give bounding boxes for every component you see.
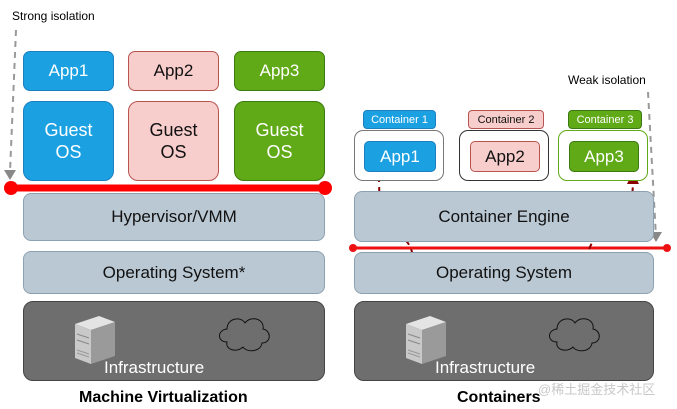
strong-isolation-arrowhead	[4, 170, 16, 180]
container-app3: App3	[569, 141, 639, 172]
server-icon	[406, 316, 446, 364]
vm-infrastructure-layer	[23, 301, 325, 381]
container-infrastructure-layer	[354, 301, 654, 381]
vm-app2: App2	[128, 51, 219, 91]
container-os-layer: Operating System	[354, 252, 654, 294]
hypervisor-layer: Hypervisor/VMM	[23, 193, 325, 241]
vm-app1: App1	[23, 51, 114, 91]
server-icon	[75, 316, 115, 364]
strong-isolation-arrow	[9, 29, 17, 173]
weak-isolation-arrow	[647, 91, 657, 238]
containers-title: Containers	[457, 389, 541, 406]
container-2-label: Container 2	[468, 110, 544, 129]
strong-isolation-label: Strong isolation	[12, 9, 95, 23]
vm-infrastructure-label: Infrastructure	[104, 358, 205, 377]
container-app2: App2	[470, 141, 540, 172]
vm-guest-os-1: Guest OS	[23, 101, 114, 181]
cloud-icon	[219, 318, 270, 352]
vm-guest-os-3: Guest OS	[234, 101, 325, 181]
vm-guest-os-2: Guest OS	[128, 101, 219, 181]
container-app1: App1	[364, 141, 436, 172]
container-infrastructure-label: Infrastructure	[435, 358, 536, 377]
machine-virtualization-title: Machine Virtualization	[79, 389, 248, 406]
container-3-label: Container 3	[568, 110, 642, 129]
vm-os-layer: Operating System*	[23, 251, 325, 294]
watermark: @稀土掘金技术社区	[538, 382, 656, 397]
weak-isolation-label: Weak isolation	[568, 73, 646, 87]
cloud-icon	[549, 318, 600, 352]
container-engine-layer: Container Engine	[354, 191, 654, 242]
vm-app3: App3	[234, 51, 325, 91]
container-1-label: Container 1	[363, 110, 436, 129]
